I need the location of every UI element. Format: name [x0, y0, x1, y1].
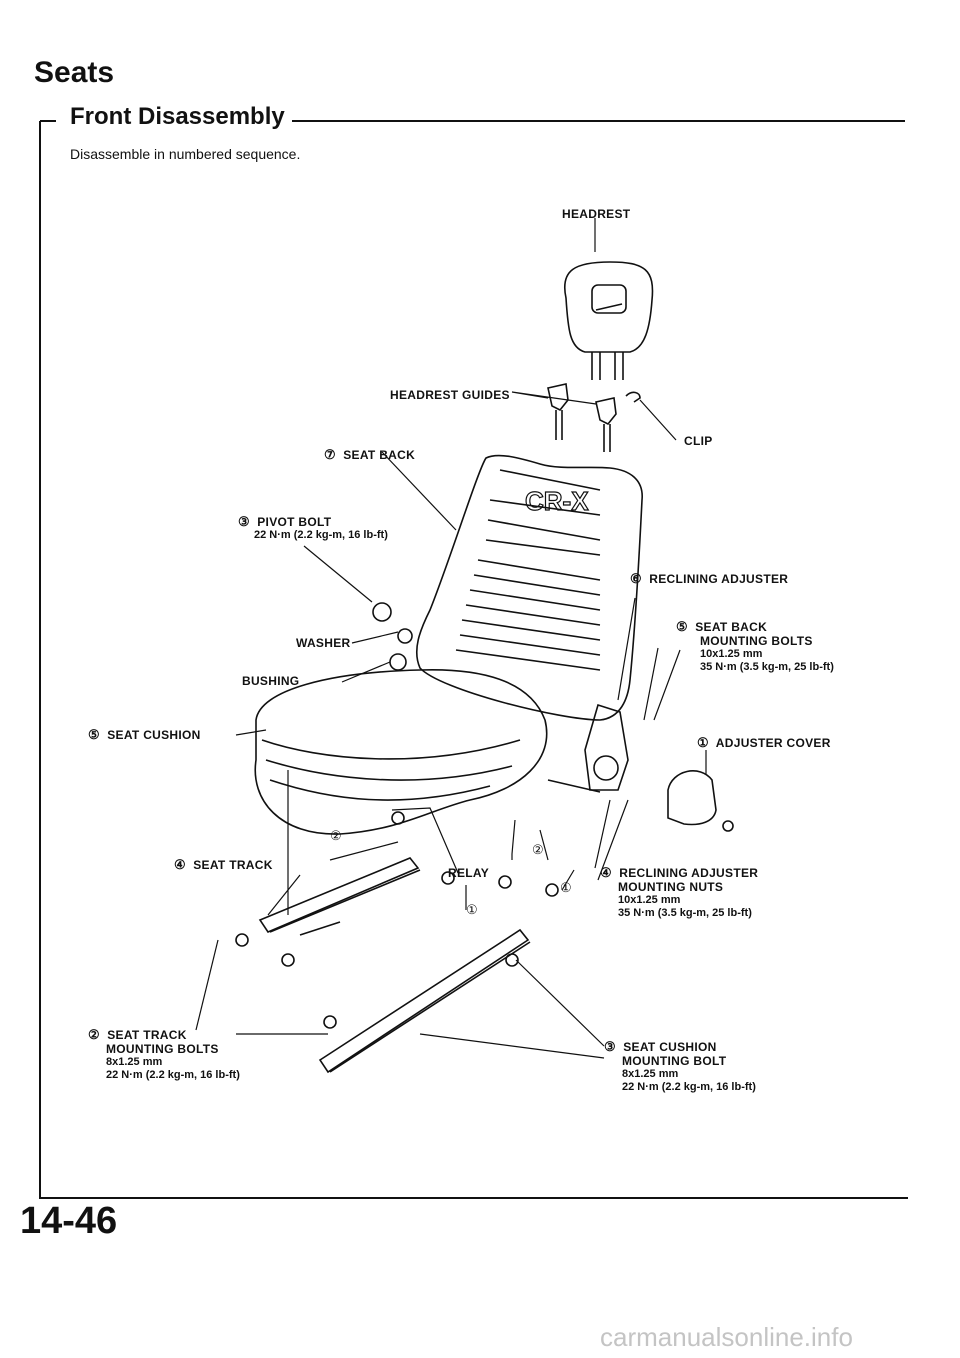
- label-bushing: BUSHING: [242, 674, 300, 688]
- label-text: SEAT BACK: [343, 448, 416, 462]
- watermark: carmanualsonline.info: [600, 1322, 853, 1352]
- label-text: ADJUSTER COVER: [715, 736, 831, 750]
- label-seat-track: ④ SEAT TRACK: [174, 857, 273, 873]
- label-seat-cushion: ⑤ SEAT CUSHION: [88, 727, 201, 743]
- label-text: RECLINING ADJUSTER: [649, 572, 789, 586]
- label-text-2: MOUNTING BOLT: [622, 1054, 727, 1068]
- callout-number: ③: [238, 514, 250, 529]
- seat-track-drawing: [258, 857, 531, 1074]
- seat-cushion-drawing: [254, 668, 548, 835]
- callout-number: ①: [697, 735, 709, 750]
- label-relay: RELAY: [448, 866, 490, 880]
- label-reclining-nuts: ④ RECLINING ADJUSTER MOUNTING NUTS 10x1.…: [600, 866, 758, 920]
- instruction-text: Disassemble in numbered sequence.: [70, 146, 301, 162]
- label-text: PIVOT BOLT: [257, 515, 332, 529]
- torque-spec: 35 N·m (3.5 kg-m, 25 lb-ft): [618, 907, 752, 919]
- seat-back-drawing: [415, 454, 643, 721]
- callout-2a: ②: [330, 828, 342, 843]
- label-seat-track-bolts: ② SEAT TRACK MOUNTING BOLTS 8x1.25 mm 22…: [88, 1028, 240, 1082]
- headrest-drawing: [563, 261, 654, 380]
- label-pivot-bolt: ③ PIVOT BOLT 22 N·m (2.2 kg-m, 16 lb-ft): [238, 515, 388, 542]
- callout-1b: ①: [466, 902, 478, 917]
- callout-number: ③: [604, 1039, 616, 1054]
- callout-2b: ②: [532, 842, 544, 857]
- label-seat-back: ⑦ SEAT BACK: [324, 447, 416, 463]
- callout-1a: ①: [560, 880, 572, 895]
- page-number: 14-46: [20, 1200, 118, 1242]
- torque-spec: 35 N·m (3.5 kg-m, 25 lb-ft): [700, 661, 834, 673]
- label-text-2: MOUNTING BOLTS: [106, 1042, 219, 1056]
- label-seat-back-bolts: ⑤ SEAT BACK MOUNTING BOLTS 10x1.25 mm 35…: [676, 620, 834, 674]
- callout-number: ⑦: [324, 447, 336, 462]
- label-text: RECLINING ADJUSTER: [619, 866, 759, 880]
- label-washer: WASHER: [296, 636, 351, 650]
- callout-number: ⑤: [88, 727, 100, 742]
- bolt-size: 8x1.25 mm: [106, 1056, 163, 1068]
- seat-badge: CR-X: [525, 486, 589, 516]
- label-headrest-guides: HEADREST GUIDES: [390, 388, 510, 402]
- adjuster-cover-drawing: [667, 770, 734, 832]
- reclining-adjuster-drawing: [547, 703, 629, 793]
- torque-spec: 22 N·m (2.2 kg-m, 16 lb-ft): [622, 1081, 756, 1093]
- headrest-guides-drawing: [547, 383, 641, 452]
- label-reclining-adjuster: ⑥ RECLINING ADJUSTER: [630, 571, 789, 587]
- bolt-size: 10x1.25 mm: [700, 648, 763, 660]
- page-title: Seats: [34, 56, 115, 89]
- label-seat-cushion-bolt: ③ SEAT CUSHION MOUNTING BOLT 8x1.25 mm 2…: [604, 1040, 756, 1094]
- frame-left-rule: [39, 121, 908, 1199]
- callout-number: ②: [88, 1027, 100, 1042]
- callout-number: ④: [600, 865, 612, 880]
- label-text: SEAT TRACK: [107, 1028, 187, 1042]
- label-text: SEAT TRACK: [193, 858, 273, 872]
- label-clip: CLIP: [684, 434, 713, 448]
- mounting-bolts-drawing: [235, 811, 559, 1029]
- callout-number: ⑥: [630, 571, 642, 586]
- section-subtitle: Front Disassembly: [64, 103, 291, 131]
- nut-size: 10x1.25 mm: [618, 894, 681, 906]
- callout-number: ⑤: [676, 619, 688, 634]
- leader-lines: [195, 218, 707, 1059]
- torque-spec: 22 N·m (2.2 kg-m, 16 lb-ft): [106, 1069, 240, 1081]
- callout-number: ④: [174, 857, 186, 872]
- label-headrest: HEADREST: [562, 207, 631, 221]
- label-adjuster-cover: ① ADJUSTER COVER: [697, 735, 831, 751]
- label-text: SEAT CUSHION: [623, 1040, 717, 1054]
- label-text-2: MOUNTING NUTS: [618, 880, 724, 894]
- label-text: SEAT BACK: [695, 620, 768, 634]
- bolt-size: 8x1.25 mm: [622, 1068, 679, 1080]
- label-text: SEAT CUSHION: [107, 728, 201, 742]
- torque-spec: 22 N·m (2.2 kg-m, 16 lb-ft): [254, 529, 388, 541]
- label-text-2: MOUNTING BOLTS: [700, 634, 813, 648]
